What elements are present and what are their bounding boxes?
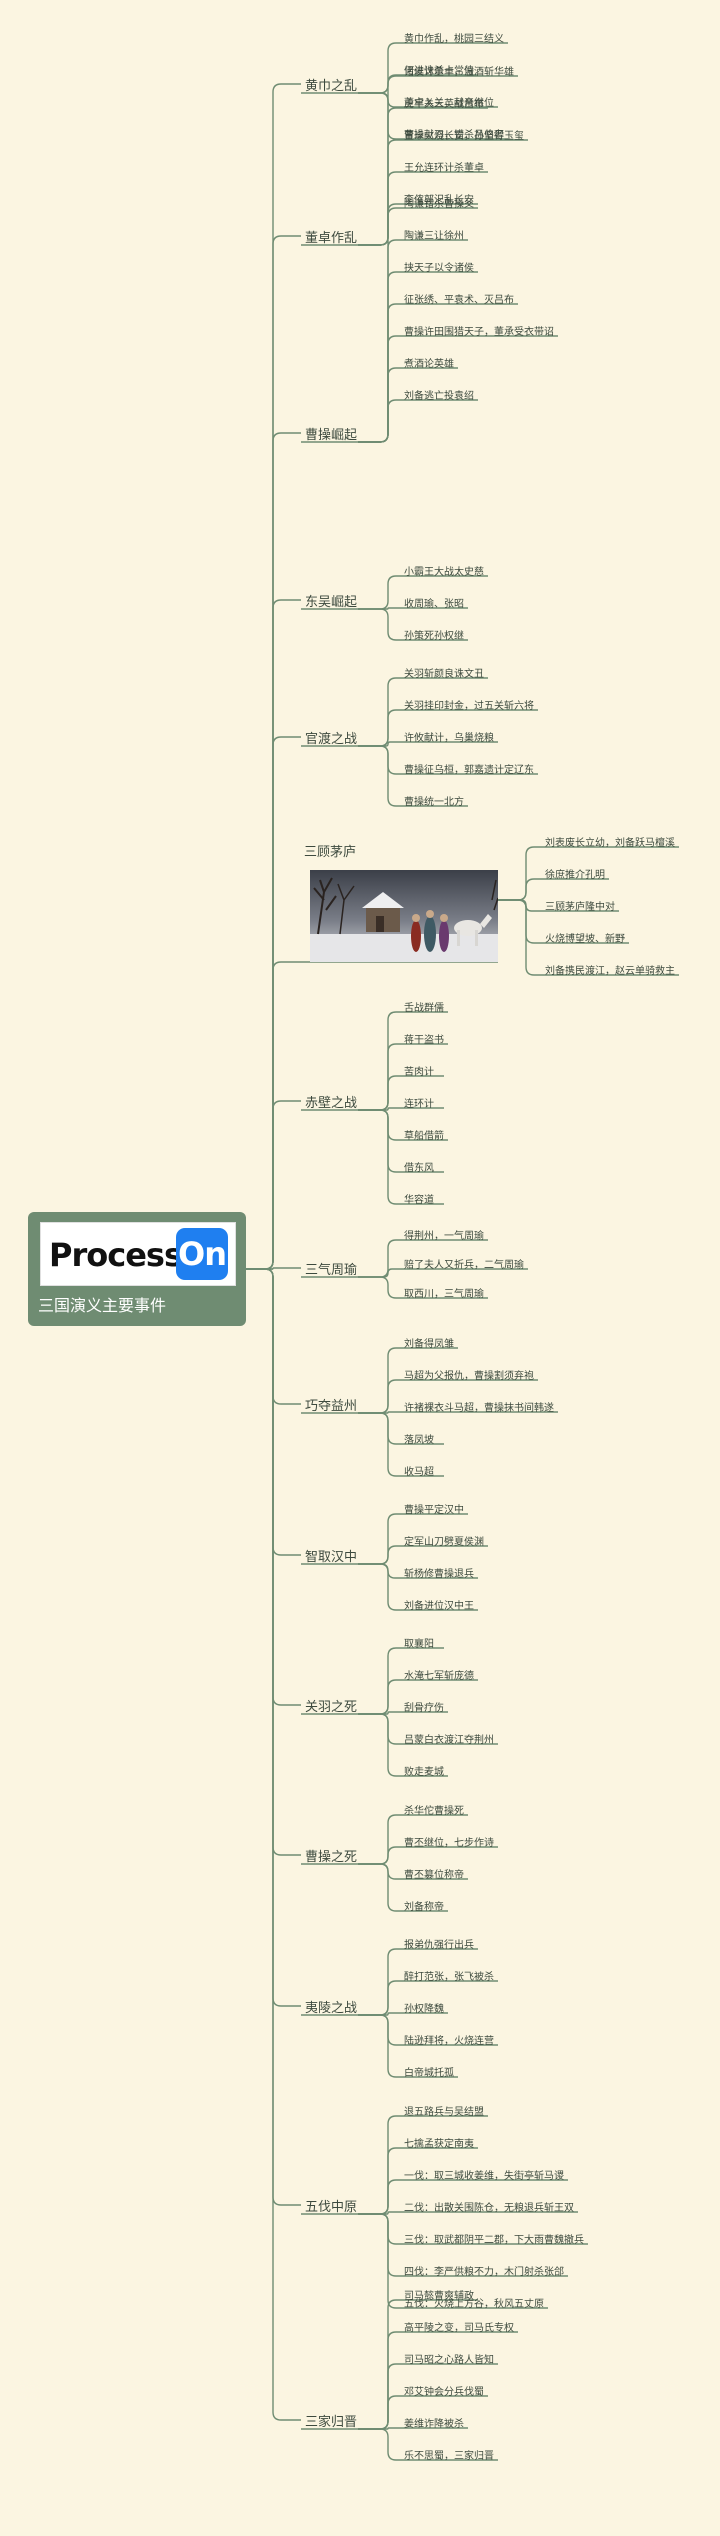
leaf-node[interactable]: 定军山刀劈夏侯渊 — [404, 1537, 484, 1548]
leaf-node[interactable]: 收周瑜、张昭 — [404, 599, 464, 610]
leaf-node[interactable]: 苦肉计 — [404, 1067, 434, 1078]
leaf-node[interactable]: 陶谦三让徐州 — [404, 231, 464, 242]
leaf-node[interactable]: 董卓入关，献帝继位 — [404, 98, 494, 109]
leaf-node[interactable]: 关羽挂印封金，过五关斩六将 — [404, 701, 534, 712]
leaf-node[interactable]: 二伐：出散关围陈仓，无粮退兵斩王双 — [404, 2203, 574, 2214]
leaf-node[interactable]: 一伐：取三城收姜维，失街亭斩马谡 — [404, 2171, 564, 2182]
leaf-node[interactable]: 许褚裸衣斗马超，曹操抹书间韩遂 — [404, 1403, 554, 1414]
leaf-node[interactable]: 董卓火烧长安，孙坚得玉玺 — [404, 131, 524, 142]
leaf-node[interactable]: 醉打范张，张飞被杀 — [404, 1972, 494, 1983]
leaf-node[interactable]: 徐庶推介孔明 — [545, 870, 605, 881]
leaf-node[interactable]: 三顾茅庐隆中对 — [545, 902, 615, 913]
topic-node[interactable]: 官渡之战 — [305, 732, 358, 747]
leaf-node[interactable]: 诸侯讨董卓，温酒斩华雄 — [404, 67, 514, 78]
leaf-node[interactable]: 刘表废长立幼，刘备跃马檀溪 — [545, 838, 675, 849]
leaf-node[interactable]: 退五路兵与吴结盟 — [404, 2107, 484, 2118]
leaf-node[interactable]: 李傕郭汜乱长安 — [404, 195, 474, 206]
winter-visit-painting — [310, 870, 498, 962]
leaf-node[interactable]: 连环计 — [404, 1099, 434, 1110]
root-node[interactable]: Process On 三国演义主要事件 — [28, 1212, 246, 1326]
leaf-node[interactable]: 曹丕继位，七步作诗 — [404, 1838, 494, 1849]
topic-node[interactable]: 曹操之死 — [305, 1850, 358, 1865]
leaf-node[interactable]: 许攸献计，乌巢烧粮 — [404, 733, 494, 744]
leaf-node[interactable]: 挟天子以令诸侯 — [404, 263, 474, 274]
logo-on-badge: On — [176, 1228, 228, 1280]
leaf-node[interactable]: 刮骨疗伤 — [404, 1703, 444, 1714]
topic-node[interactable]: 赤壁之战 — [305, 1096, 358, 1111]
leaf-node[interactable]: 白帝城托孤 — [404, 2068, 454, 2079]
leaf-node[interactable]: 刘备称帝 — [404, 1902, 444, 1913]
leaf-node[interactable]: 杀华佗曹操死 — [404, 1806, 464, 1817]
root-title: 三国演义主要事件 — [38, 1296, 167, 1315]
leaf-node[interactable]: 高平陵之变，司马氏专权 — [404, 2323, 514, 2334]
leaf-node[interactable]: 五伐：火烧上方谷，秋风五丈原 — [404, 2299, 544, 2310]
leaf-node[interactable]: 刘备进位汉中王 — [404, 1601, 474, 1612]
leaf-node[interactable]: 马超为父报仇，曹操割须弃袍 — [404, 1371, 534, 1382]
leaf-node[interactable]: 四伐：李严供粮不力，木门射杀张郃 — [404, 2267, 564, 2278]
leaf-node[interactable]: 收马超 — [404, 1467, 434, 1478]
leaf-node[interactable]: 曹操征乌桓，郭嘉遗计定辽东 — [404, 765, 534, 776]
leaf-node[interactable]: 取西川，三气周瑜 — [404, 1289, 484, 1300]
topic-node[interactable]: 董卓作乱 — [305, 231, 358, 246]
leaf-node[interactable]: 司马昭之心路人皆知 — [404, 2355, 494, 2366]
leaf-node[interactable]: 曹操献刀，错杀吕伯奢 — [404, 130, 504, 141]
leaf-node[interactable]: 赔了夫人又折兵，二气周瑜 — [404, 1260, 524, 1271]
topic-node[interactable]: 五伐中原 — [305, 2200, 358, 2215]
leaf-node[interactable]: 火烧博望坡、新野 — [545, 934, 625, 945]
leaf-node[interactable]: 水淹七军斩庞德 — [404, 1671, 474, 1682]
topic-node[interactable]: 三气周瑜 — [305, 1263, 358, 1278]
leaf-node[interactable]: 陶谦错杀曹操父 — [404, 199, 474, 210]
leaf-node[interactable]: 乐不思蜀，三家归晋 — [404, 2451, 494, 2462]
processon-logo: Process On — [40, 1222, 236, 1286]
leaf-node[interactable]: 黄巾作乱，桃园三结义 — [404, 34, 504, 45]
leaf-node[interactable]: 华容道 — [404, 1195, 434, 1206]
topic-node[interactable]: 关羽之死 — [305, 1700, 358, 1715]
leaf-node[interactable]: 何进诛杀十常侍 — [404, 66, 474, 77]
leaf-node[interactable]: 七擒孟获定南夷 — [404, 2139, 474, 2150]
leaf-node[interactable]: 刘备携民渡江，赵云单骑救主 — [545, 966, 675, 977]
leaf-node[interactable]: 曹操平定汉中 — [404, 1505, 464, 1516]
leaf-node[interactable]: 曹操统一北方 — [404, 797, 464, 808]
topic-node[interactable]: 三顾茅庐 — [304, 845, 357, 860]
leaf-node[interactable]: 征张绣、平袁术、灭吕布 — [404, 295, 514, 306]
leaf-node[interactable]: 陆逊拜将，火烧连营 — [404, 2036, 494, 2047]
leaf-node[interactable]: 王允连环计杀董卓 — [404, 163, 484, 174]
leaf-node[interactable]: 关羽斩颜良诛文丑 — [404, 669, 484, 680]
leaf-node[interactable]: 舌战群儒 — [404, 1003, 444, 1014]
leaf-node[interactable]: 三伐：取武都阴平二郡，下大雨曹魏撤兵 — [404, 2235, 584, 2246]
leaf-node[interactable]: 孙策死孙权继 — [404, 631, 464, 642]
leaf-node[interactable]: 报弟仇强行出兵 — [404, 1940, 474, 1951]
leaf-node[interactable]: 刘备逃亡投袁绍 — [404, 391, 474, 402]
leaf-node[interactable]: 曹丕篡位称帝 — [404, 1870, 464, 1881]
leaf-node[interactable]: 草船借箭 — [404, 1131, 444, 1142]
leaf-node[interactable]: 借东风 — [404, 1163, 434, 1174]
leaf-node[interactable]: 得荆州，一气周瑜 — [404, 1231, 484, 1242]
topic-node[interactable]: 夷陵之战 — [305, 2001, 358, 2016]
leaf-node[interactable]: 小霸王大战太史慈 — [404, 567, 484, 578]
topic-node[interactable]: 三家归晋 — [305, 2415, 358, 2430]
leaf-node[interactable]: 曹操许田围猎天子，董承受衣带诏 — [404, 327, 554, 338]
leaf-node[interactable]: 姜维诈降被杀 — [404, 2419, 464, 2430]
leaf-node[interactable]: 虎牢关三英战吕布 — [404, 99, 484, 110]
leaf-node[interactable]: 吕蒙白衣渡江夺荆州 — [404, 1735, 494, 1746]
topic-node[interactable]: 巧夺益州 — [305, 1399, 358, 1414]
topic-node[interactable]: 智取汉中 — [305, 1550, 358, 1565]
logo-text: Process — [49, 1236, 183, 1274]
leaf-node[interactable]: 邓艾钟会分兵伐蜀 — [404, 2387, 484, 2398]
leaf-node[interactable]: 蒋干盗书 — [404, 1035, 444, 1046]
topic-node[interactable]: 东吴崛起 — [305, 595, 358, 610]
leaf-node[interactable]: 落凤坡 — [404, 1435, 434, 1446]
leaf-node[interactable]: 斩杨修曹操退兵 — [404, 1569, 474, 1580]
leaf-node[interactable]: 煮酒论英雄 — [404, 359, 454, 370]
leaf-node[interactable]: 刘备得凤雏 — [404, 1339, 454, 1350]
leaf-node[interactable]: 孙权降魏 — [404, 2004, 444, 2015]
topic-node[interactable]: 曹操崛起 — [305, 428, 358, 443]
topic-node[interactable]: 黄巾之乱 — [305, 79, 358, 94]
leaf-node[interactable]: 败走麦城 — [404, 1767, 444, 1778]
leaf-node[interactable]: 取襄阳 — [404, 1639, 434, 1650]
leaf-node[interactable]: 司马懿曹爽辅政 — [404, 2291, 474, 2302]
